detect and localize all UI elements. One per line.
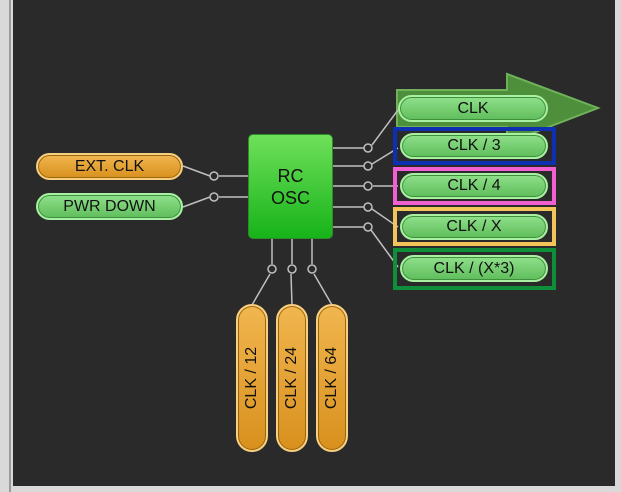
pin-in-1 [209, 171, 219, 181]
left-margin [0, 0, 13, 492]
clk-output[interactable]: CLK [398, 95, 548, 122]
wire-bottom-2b [290, 273, 293, 306]
right-margin [615, 0, 621, 492]
pin-bottom-3 [307, 264, 317, 274]
wire-bottom-1b [251, 273, 271, 306]
clk-divx-output[interactable]: CLK / X [400, 214, 548, 240]
bottom-margin [13, 486, 615, 492]
clk-div12-label: CLK / 12 [243, 346, 261, 410]
clk-div12-output[interactable]: CLK / 12 [236, 304, 268, 452]
margin-line [9, 0, 11, 492]
pwr-down-label: PWR DOWN [63, 197, 156, 215]
highlight-clk-div4 [393, 167, 556, 205]
clk-div24-output[interactable]: CLK / 24 [276, 304, 308, 452]
clk-div3-label: CLK / 3 [447, 137, 501, 154]
rc-osc-block[interactable]: RC OSC [248, 134, 333, 239]
clk-divx-label: CLK / X [446, 218, 502, 235]
pin-out-3 [363, 181, 373, 191]
highlight-clk-divx3 [393, 248, 556, 290]
pin-out-1 [363, 143, 373, 153]
pin-out-5 [363, 222, 373, 232]
ext-clk-label: EXT. CLK [74, 157, 145, 175]
pin-bottom-2 [287, 264, 297, 274]
clk-div64-label: CLK / 64 [323, 346, 341, 410]
clk-divx3-label: CLK / (X*3) [433, 259, 515, 277]
wire-ext-clk [182, 165, 211, 177]
pin-out-2 [363, 161, 373, 171]
clk-div4-output[interactable]: CLK / 4 [400, 173, 548, 199]
wire-pwr-down [182, 196, 211, 208]
pin-out-4 [363, 202, 373, 212]
pin-in-2 [209, 192, 219, 202]
pin-bottom-1 [267, 264, 277, 274]
wire-bottom-3b [313, 273, 333, 306]
clk-div24-label: CLK / 24 [283, 346, 301, 410]
clk-label: CLK [457, 99, 489, 117]
osc-label-line1: RC [277, 165, 304, 186]
ext-clk-input[interactable]: EXT. CLK [36, 153, 183, 180]
clk-div64-output[interactable]: CLK / 64 [316, 304, 348, 452]
pwr-down-input[interactable]: PWR DOWN [36, 193, 183, 220]
clk-div3-output[interactable]: CLK / 3 [400, 133, 548, 159]
wire-out-1b [371, 109, 399, 146]
highlight-clk-divx [393, 207, 556, 246]
clk-divx3-output[interactable]: CLK / (X*3) [400, 255, 548, 282]
highlight-clk-div3 [393, 127, 556, 165]
osc-label-line2: OSC [270, 187, 310, 208]
clk-div4-label: CLK / 4 [447, 177, 501, 194]
